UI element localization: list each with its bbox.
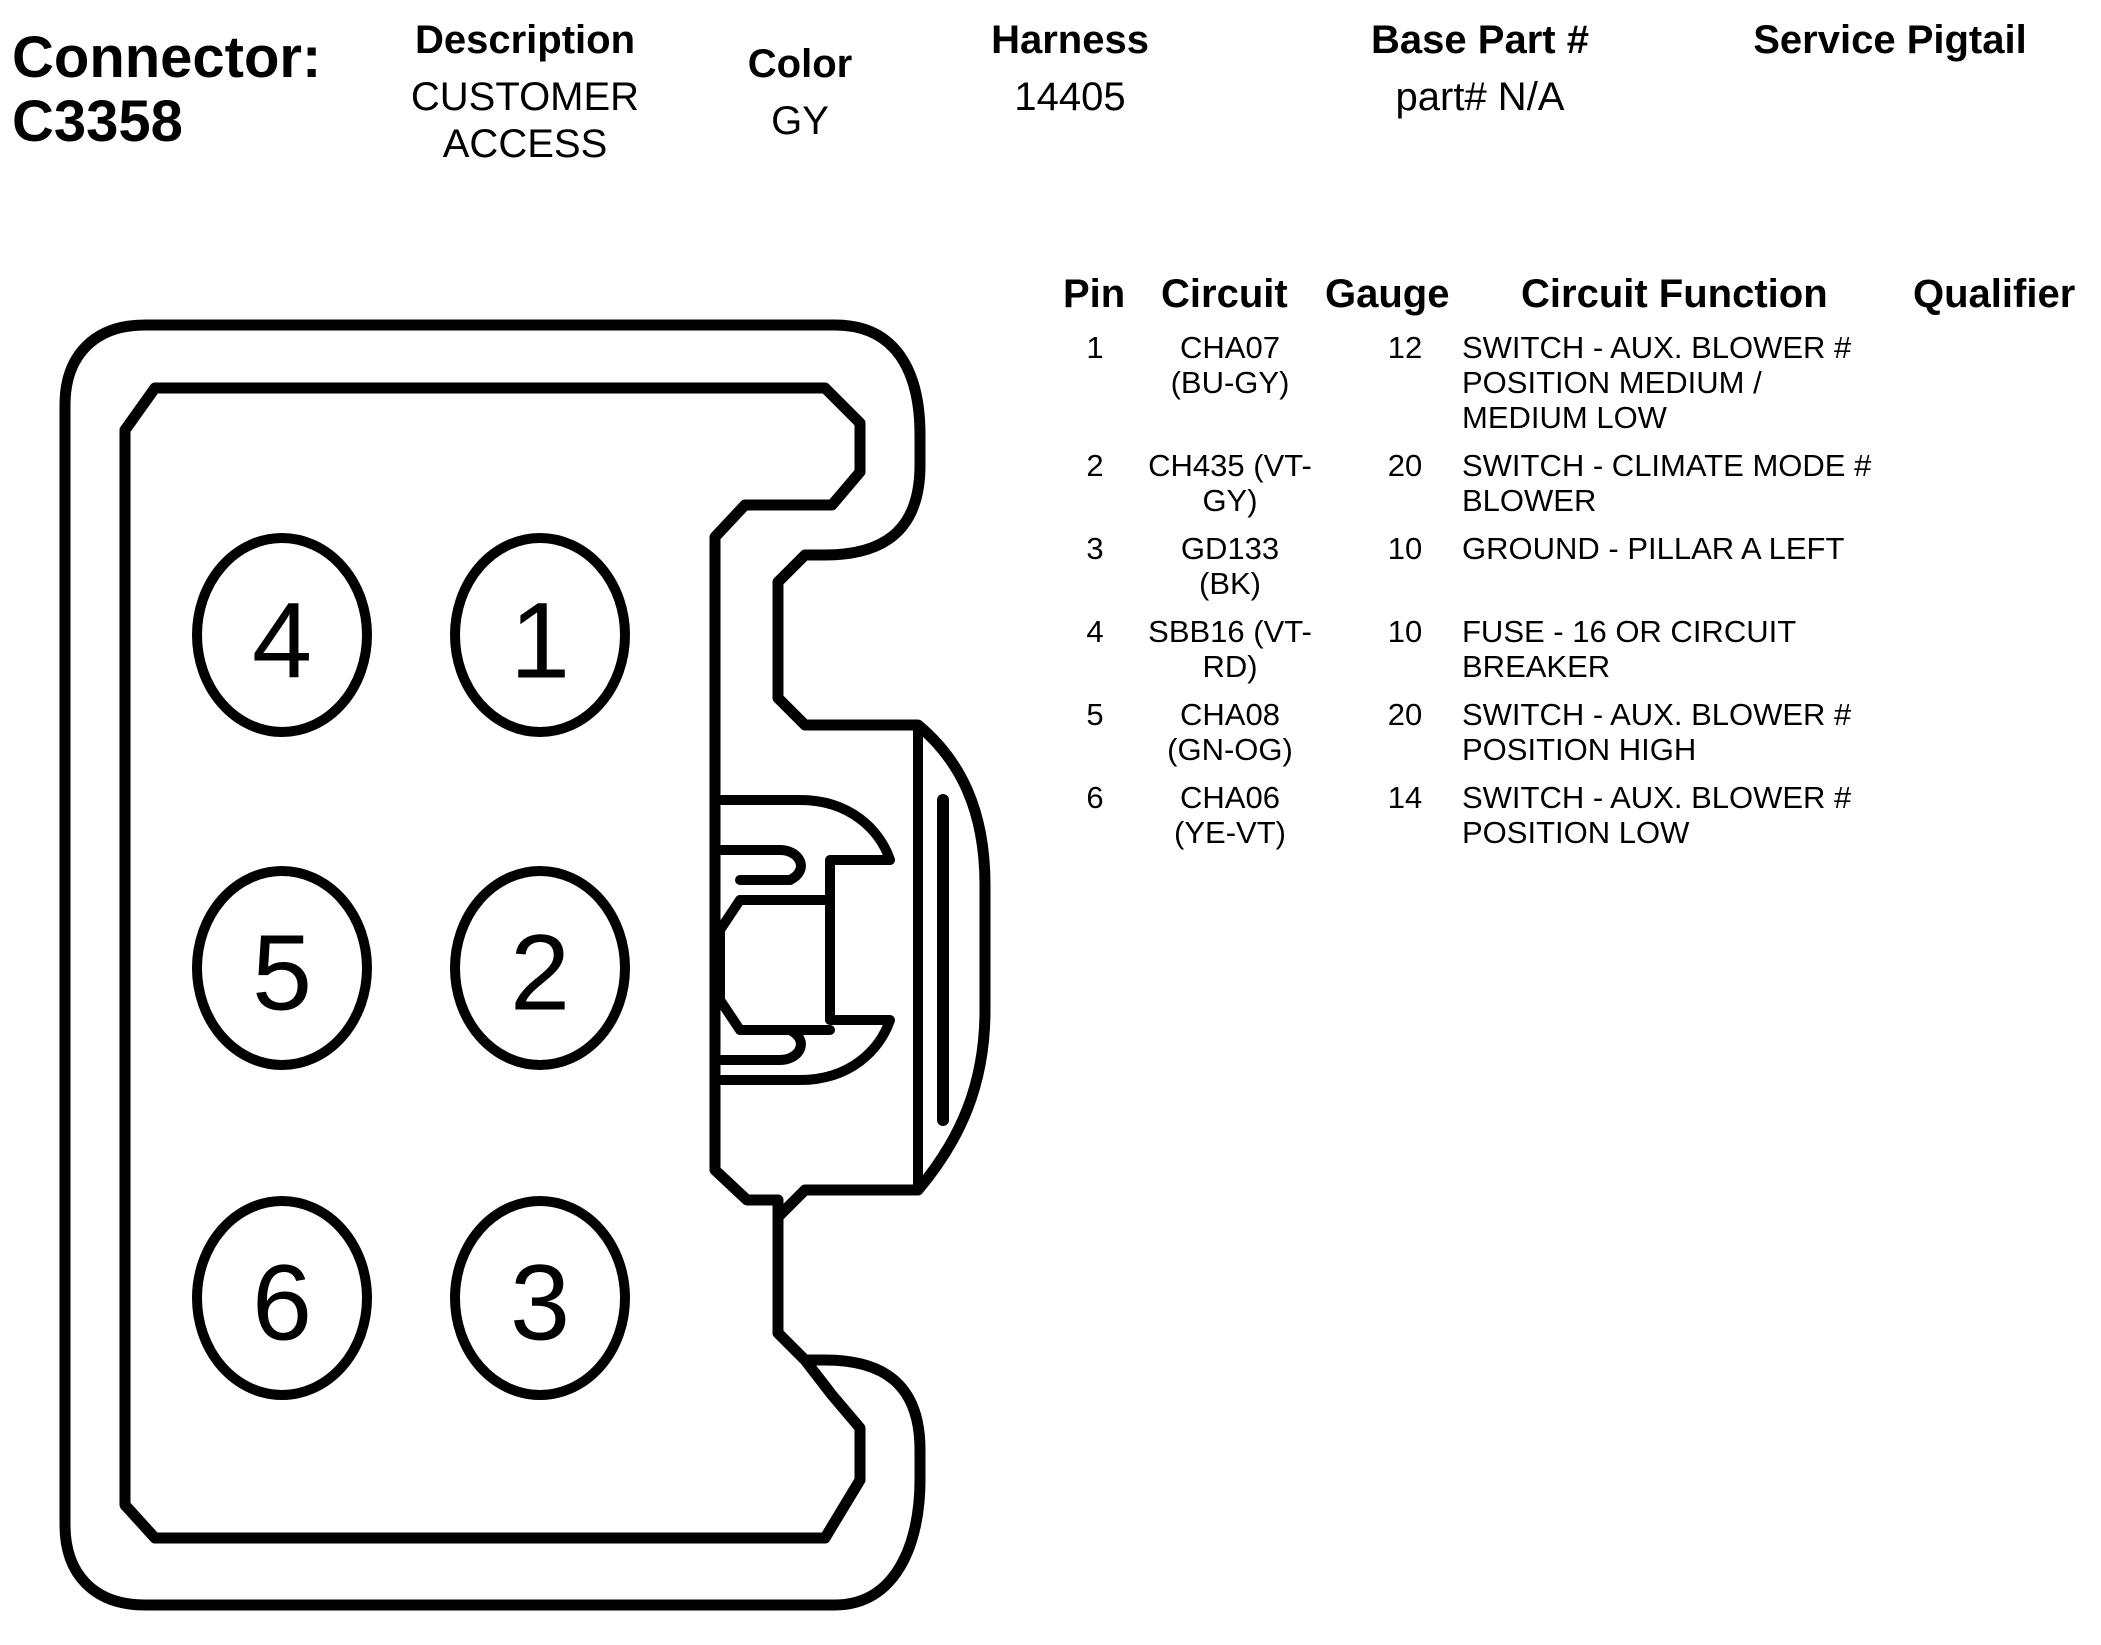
function-cell: SWITCH - AUX. BLOWER # POSITION HIGH <box>1462 697 1852 767</box>
connector-face-diagram: 4 1 5 2 6 3 <box>59 319 991 1611</box>
cavity-3 <box>450 1196 630 1400</box>
pin-header: Pin <box>1063 272 1126 316</box>
service-pigtail-label: Service Pigtail <box>1753 18 2027 62</box>
pin-cell: 6 <box>1086 780 1104 815</box>
description-column: Description CUSTOMER ACCESS <box>395 18 655 168</box>
circuit-cell: GD133 (BK) <box>1180 531 1280 601</box>
cavity-label-3: 3 <box>510 1242 570 1363</box>
gauge-header: Gauge <box>1325 272 1450 316</box>
function-cell: GROUND - PILLAR A LEFT <box>1462 531 1845 566</box>
gauge-cell: 12 <box>1387 330 1423 365</box>
pin-cell: 4 <box>1086 614 1104 649</box>
pin-cell: 2 <box>1086 448 1104 483</box>
pin-cavities <box>192 533 630 1400</box>
connector-inner-outline <box>119 382 866 1544</box>
color-value: GY <box>771 99 829 143</box>
cavity-5 <box>192 866 372 1070</box>
cavity-label-1: 1 <box>510 580 570 701</box>
circuit-cell: SBB16 (VT- RD) <box>1148 614 1312 684</box>
gauge-cell: 10 <box>1387 531 1423 566</box>
gauge-cell: 10 <box>1387 614 1423 649</box>
gauge-cell: 20 <box>1387 697 1423 732</box>
function-cell: SWITCH - AUX. BLOWER # POSITION MEDIUM /… <box>1462 330 1852 435</box>
cavity-label-2: 2 <box>510 912 570 1033</box>
cavity-1 <box>450 533 630 737</box>
pin-cell: 1 <box>1086 330 1104 365</box>
cavity-2 <box>450 866 630 1070</box>
circuit-cell: CH435 (VT- GY) <box>1148 448 1312 518</box>
base-part-value: part# N/A <box>1395 75 1565 119</box>
cavity-label-4: 4 <box>252 580 312 701</box>
circuit-cell: CHA08 (GN-OG) <box>1167 697 1293 767</box>
function-cell: FUSE - 16 OR CIRCUIT BREAKER <box>1462 614 1797 684</box>
circuit-cell: CHA07 (BU-GY) <box>1170 330 1290 400</box>
connector-title: Connector: C3358 <box>12 25 322 154</box>
gauge-cell: 20 <box>1387 448 1423 483</box>
color-label: Color <box>747 42 853 86</box>
qualifier-header: Qualifier <box>1913 272 2076 316</box>
circuit-cell: CHA06 (YE-VT) <box>1174 780 1286 850</box>
harness-value: 14405 <box>1014 75 1126 119</box>
function-cell: SWITCH - AUX. BLOWER # POSITION LOW <box>1462 780 1852 850</box>
circuit-header: Circuit <box>1161 272 1288 316</box>
gauge-cell: 14 <box>1387 780 1423 815</box>
base-part-label: Base Part # <box>1371 18 1589 62</box>
cavity-4 <box>192 533 372 737</box>
color-column: Color GY <box>720 42 880 145</box>
base-part-column: Base Part # part# N/A <box>1340 18 1620 121</box>
cavity-label-6: 6 <box>252 1242 312 1363</box>
cavity-6 <box>192 1196 372 1400</box>
circuit-function-header: Circuit Function <box>1521 272 1828 316</box>
pin-cell: 3 <box>1086 531 1104 566</box>
connector-outer-outline <box>59 319 991 1611</box>
harness-column: Harness 14405 <box>960 18 1180 121</box>
service-pigtail-column: Service Pigtail <box>1700 18 2080 62</box>
function-cell: SWITCH - CLIMATE MODE # BLOWER <box>1462 448 1872 518</box>
locking-latch <box>710 720 949 1195</box>
description-label: Description <box>414 18 636 62</box>
description-value: CUSTOMER ACCESS <box>410 75 640 166</box>
cavity-label-5: 5 <box>252 912 312 1033</box>
pin-cell: 5 <box>1086 697 1104 732</box>
harness-label: Harness <box>991 18 1149 62</box>
